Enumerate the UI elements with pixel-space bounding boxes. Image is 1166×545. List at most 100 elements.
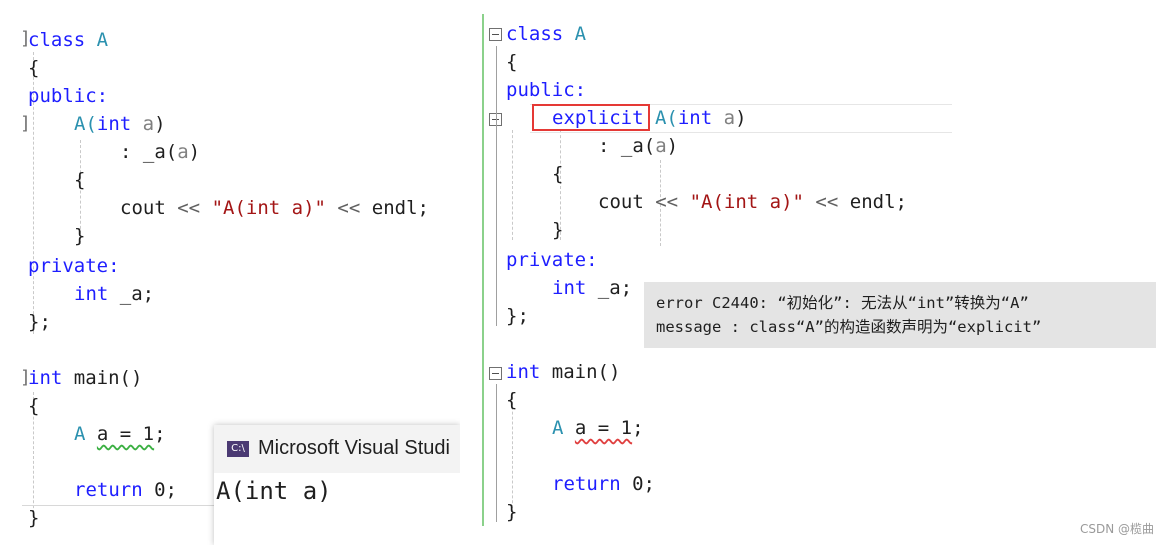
identifier: cout xyxy=(598,191,644,213)
brace: }; xyxy=(506,305,529,327)
code-line: int _a; xyxy=(74,282,154,306)
brace: { xyxy=(506,389,518,411)
left-code-editor[interactable]: ] ] ] class A { public: A(int a) : _a(a)… xyxy=(0,0,460,545)
error-squiggle-expression[interactable]: a = 1 xyxy=(574,417,633,439)
code-line: int _a; xyxy=(552,276,632,300)
type-keyword: int xyxy=(28,367,63,389)
function-name: main() xyxy=(73,367,143,389)
fold-guide xyxy=(496,384,497,522)
code-line: : _a(a) xyxy=(120,140,200,164)
semicolon: ; xyxy=(154,423,166,445)
param-name: a xyxy=(142,113,155,135)
code-line: { xyxy=(74,168,85,192)
brace: { xyxy=(506,51,518,73)
collapse-icon[interactable] xyxy=(489,367,502,380)
literal: 0; xyxy=(632,473,655,495)
param-type: int xyxy=(677,107,713,129)
collapse-icon[interactable] xyxy=(489,28,502,41)
brace: { xyxy=(552,163,564,185)
access-specifier: private: xyxy=(28,255,120,277)
function-name: main() xyxy=(551,361,621,383)
param-name: a xyxy=(655,135,667,157)
string-literal: "A(int a)" xyxy=(689,191,804,213)
constructor-name: A( xyxy=(654,107,678,129)
identifier: cout xyxy=(120,197,166,219)
identifier: endl; xyxy=(849,191,907,213)
access-specifier: public: xyxy=(28,85,109,107)
brace: { xyxy=(74,169,86,191)
console-output: A(int a) xyxy=(216,477,332,505)
code-line: }; xyxy=(28,310,51,334)
code-line: class A xyxy=(28,28,108,52)
code-line: A a = 1; xyxy=(74,422,166,446)
code-line: public: xyxy=(506,78,586,102)
paren: ) xyxy=(154,113,166,135)
access-specifier: private: xyxy=(506,249,598,271)
keyword: return xyxy=(74,479,143,501)
code-line: } xyxy=(506,500,517,524)
access-specifier: public: xyxy=(506,79,587,101)
explicit-highlight-box xyxy=(532,104,650,131)
code-line: } xyxy=(552,218,563,242)
type-keyword: int xyxy=(506,361,541,383)
indent-guide xyxy=(660,160,661,246)
keyword: class xyxy=(506,23,564,45)
indent-guide xyxy=(80,140,81,244)
brace: } xyxy=(74,225,86,247)
string-literal: "A(int a)" xyxy=(211,197,326,219)
code-line: { xyxy=(506,388,517,412)
fold-guide xyxy=(496,46,497,326)
param-name: a xyxy=(177,141,189,163)
code-line: { xyxy=(28,56,39,80)
code-line: }; xyxy=(506,304,529,328)
initializer: : _a( xyxy=(120,141,178,163)
code-line: class A xyxy=(506,22,586,46)
brace: } xyxy=(552,219,564,241)
paren: ) xyxy=(666,135,679,157)
code-line: private: xyxy=(506,248,598,272)
error-message: error C2440: “初始化”: 无法从“int”转换为“A” xyxy=(656,294,1029,312)
code-line: explicit A(int a) xyxy=(552,106,747,130)
console-app-icon: C:\ xyxy=(227,441,249,457)
fold-marker[interactable]: ] xyxy=(20,28,31,49)
warning-squiggle-expression[interactable]: a = 1 xyxy=(96,423,155,445)
change-tracking-bar xyxy=(482,14,484,526)
operator: << xyxy=(815,191,839,213)
code-line: { xyxy=(552,162,563,186)
param-name: a xyxy=(723,107,736,129)
console-titlebar[interactable]: C:\ Microsoft Visual Studi xyxy=(214,425,460,473)
keyword: return xyxy=(552,473,621,495)
code-line: int main() xyxy=(506,360,620,384)
code-line: private: xyxy=(28,254,120,278)
console-title: Microsoft Visual Studi xyxy=(258,437,450,459)
console-window[interactable]: C:\ Microsoft Visual Studi A(int a) xyxy=(214,425,460,545)
fold-marker[interactable]: ] xyxy=(20,367,31,388)
brace: } xyxy=(28,507,40,529)
indent-guide xyxy=(512,130,513,240)
watermark: CSDN @榄曲 xyxy=(1079,522,1154,536)
code-line: cout << "A(int a)" << endl; xyxy=(598,190,907,214)
code-line: } xyxy=(28,506,39,530)
code-line: } xyxy=(74,224,85,248)
type-keyword: int xyxy=(74,283,109,305)
error-tooltip: error C2440: “初始化”: 无法从“int”转换为“A” messa… xyxy=(644,282,1156,348)
current-line-marker xyxy=(22,505,222,506)
identifier: _a; xyxy=(119,283,155,305)
fold-marker[interactable]: ] xyxy=(20,113,31,134)
semicolon: ; xyxy=(632,417,644,439)
code-line: int main() xyxy=(28,366,142,390)
collapse-icon[interactable] xyxy=(489,113,502,126)
current-line-highlight xyxy=(530,104,952,133)
keyword: class xyxy=(28,29,86,51)
operator: << xyxy=(337,197,361,219)
code-line: cout << "A(int a)" << endl; xyxy=(120,196,429,220)
brace: { xyxy=(28,395,40,417)
initializer: : _a( xyxy=(598,135,656,157)
constructor-name: A( xyxy=(74,113,97,135)
code-line: return 0; xyxy=(552,472,655,496)
paren: ) xyxy=(735,107,747,129)
type-name: A xyxy=(552,417,564,439)
identifier: endl; xyxy=(371,197,429,219)
brace: } xyxy=(506,501,518,523)
class-name: A xyxy=(96,29,109,51)
